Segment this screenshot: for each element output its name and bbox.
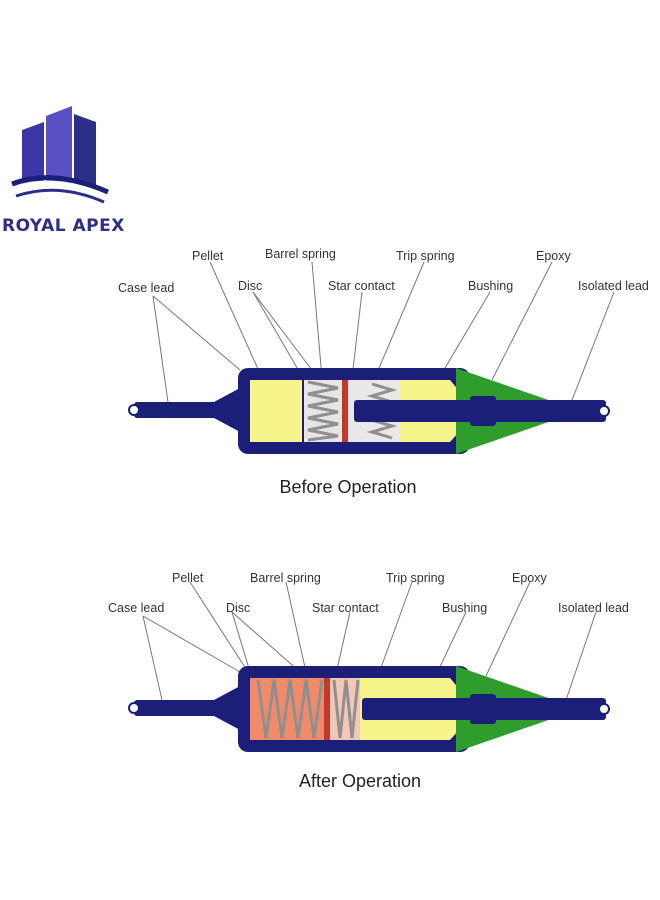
- after-label-case-lead: Case lead: [108, 601, 164, 615]
- before-label-epoxy: Epoxy: [536, 249, 571, 263]
- before-barrel-spring: [307, 380, 339, 442]
- before-label-barrel-spring: Barrel spring: [265, 247, 336, 261]
- after-label-isolated-lead: Isolated lead: [558, 601, 629, 615]
- after-diagram: Case lead Pellet Disc Barrel spring Star…: [108, 571, 629, 791]
- after-label-trip-spring: Trip spring: [386, 571, 445, 585]
- before-label-trip-spring: Trip spring: [396, 249, 455, 263]
- after-label-bushing: Bushing: [442, 601, 487, 615]
- before-label-pellet: Pellet: [192, 249, 224, 263]
- before-pellet: [250, 380, 302, 442]
- royal-apex-logo: [8, 106, 113, 210]
- after-label-star-contact: Star contact: [312, 601, 379, 615]
- after-barrel-spring: [256, 679, 324, 739]
- after-label-pellet: Pellet: [172, 571, 204, 585]
- before-label-star-contact: Star contact: [328, 279, 395, 293]
- brand-name: ROYAL APEX: [2, 216, 125, 236]
- after-disc: [324, 678, 330, 740]
- after-label-barrel-spring: Barrel spring: [250, 571, 321, 585]
- after-trip-spring: [332, 679, 360, 739]
- after-label-epoxy: Epoxy: [512, 571, 547, 585]
- after-label-disc: Disc: [226, 601, 250, 615]
- before-label-bushing: Bushing: [468, 279, 513, 293]
- before-leader-lines: [152, 261, 615, 403]
- before-label-disc: Disc: [238, 279, 262, 293]
- before-disc: [342, 380, 348, 442]
- before-caption: Before Operation: [279, 477, 416, 497]
- before-label-isolated-lead: Isolated lead: [578, 279, 649, 293]
- after-caption: After Operation: [299, 771, 421, 791]
- before-diagram: Case lead Pellet Disc Barrel spring Star…: [118, 247, 649, 497]
- before-label-case-lead: Case lead: [118, 281, 174, 295]
